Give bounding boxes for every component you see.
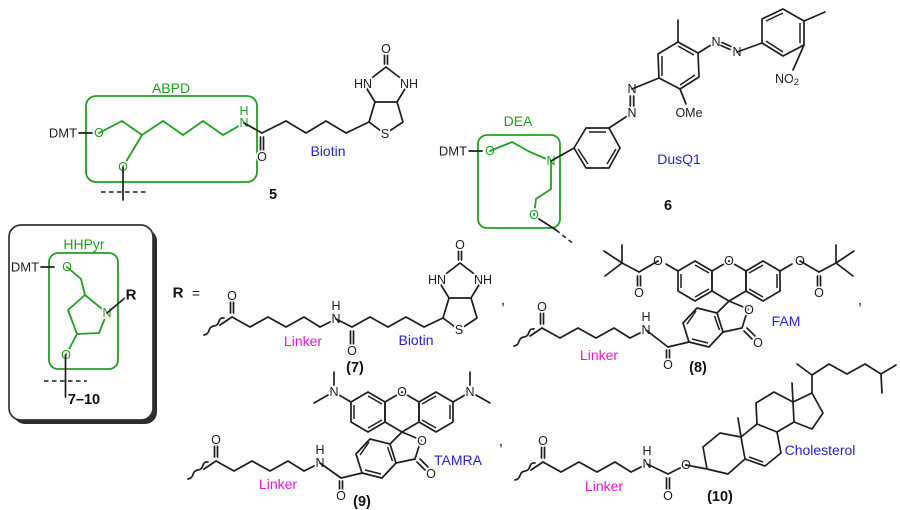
biotin-label: Biotin — [310, 143, 345, 159]
separator-comma: , — [858, 292, 862, 309]
r-label: R — [173, 285, 184, 302]
dea-box — [477, 134, 561, 229]
linker-label: Linker — [284, 333, 322, 349]
hhpyr-label: HHPyr — [63, 236, 105, 252]
h-label: H — [239, 104, 248, 118]
linker-label: Linker — [580, 347, 618, 363]
compound-9-number: (9) — [353, 494, 371, 510]
compound-8-number: (8) — [689, 360, 707, 376]
compound-8: O O O O FAM Linker (8) , — [512, 244, 864, 378]
carbamate-o-label: O — [663, 489, 673, 503]
scaffold-7-10: HHPyr DMT O N O R 7–10 — [8, 224, 157, 424]
r-substituent-label: R — [126, 287, 137, 304]
no2-label: NO2 — [775, 72, 799, 88]
azo-n-label: N — [627, 106, 636, 120]
dimethylamino-n-label: N — [465, 385, 474, 399]
linker-label: Linker — [259, 476, 297, 492]
linker-label: Linker — [585, 478, 623, 494]
attachment-dash — [555, 229, 576, 246]
compound-6: DEA DMT O N O N N OMe N N — [437, 8, 826, 246]
compound-10-number: (10) — [707, 489, 733, 505]
tamra-label: TAMRA — [434, 452, 483, 468]
amide-o-label: O — [347, 344, 357, 358]
central-ring — [657, 41, 700, 90]
linker-moiety — [513, 432, 654, 482]
separator-comma: , — [501, 292, 505, 309]
compound-5-number: 5 — [269, 187, 277, 203]
dusq1-label: DusQ1 — [657, 151, 701, 167]
linker-moiety — [202, 287, 343, 337]
separator-comma: , — [499, 433, 503, 450]
compound-7-number: (7) — [346, 360, 364, 376]
rhodamine-core — [334, 383, 467, 505]
dmt-label: DMT — [11, 260, 39, 275]
dimethylamino-n-label: N — [329, 385, 338, 399]
compound-6-number: 6 — [664, 198, 672, 214]
pivaloyl-o-label: O — [814, 286, 824, 300]
pivaloyl-o-label: O — [634, 286, 644, 300]
steroid-ring-c — [755, 391, 795, 433]
equals-sign: = — [192, 285, 200, 301]
r-definition: R = — [171, 283, 202, 304]
compound-5: ABPD DMT O N H O O Biotin 5 — [47, 40, 420, 205]
abpd-box — [85, 95, 258, 183]
fam-label: FAM — [772, 313, 801, 329]
o-label: O — [529, 208, 539, 222]
compound-10: O O Cholesterol Linker (10) — [513, 363, 897, 507]
azo-n-label: N — [711, 35, 720, 49]
steroid-ring-b — [740, 423, 782, 467]
scaffold-card — [8, 224, 154, 421]
dmt-label: DMT — [439, 144, 467, 159]
hhpyr-box — [48, 252, 119, 370]
methyl-bond — [803, 11, 826, 22]
biotin-moiety — [426, 236, 494, 339]
nitrotoluene-ring — [761, 8, 805, 57]
ome-label: OMe — [675, 106, 702, 120]
abpd-label: ABPD — [152, 80, 190, 96]
cholesterol-label: Cholesterol — [785, 442, 856, 458]
linker-moiety — [512, 298, 653, 348]
steroid-ring-a — [702, 432, 746, 475]
dmt-label: DMT — [49, 126, 77, 141]
pyrrolidine-ring — [66, 293, 109, 335]
angular-methyl-bond — [737, 417, 742, 438]
linker-moiety — [186, 431, 327, 481]
biotin-label: Biotin — [398, 332, 433, 348]
biotin-moiety — [352, 40, 420, 143]
angular-methyl-bond — [791, 382, 794, 403]
compound-range-number: 7–10 — [68, 392, 100, 408]
steroid-ring-d — [792, 392, 824, 430]
compound-9: N N TAMRA Linker (9) , — [186, 371, 505, 510]
compound-7: O Linker Biotin (7) , — [202, 236, 507, 378]
amide-o-label: O — [257, 150, 267, 164]
aniline-ring — [573, 127, 621, 169]
dea-label: DEA — [504, 113, 533, 129]
